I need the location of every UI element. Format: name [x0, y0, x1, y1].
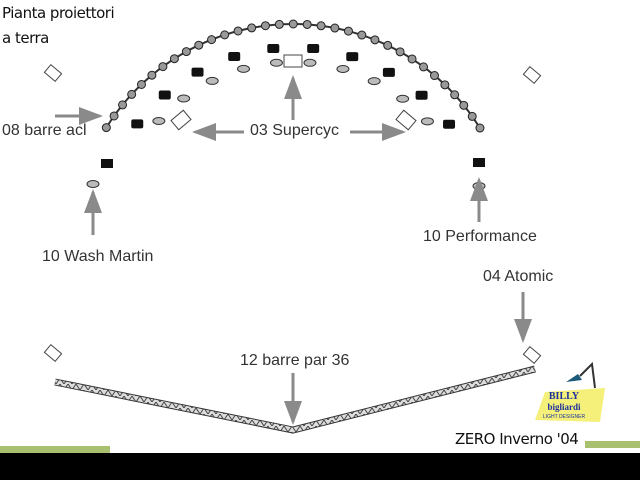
- lamp-icon: [535, 361, 605, 422]
- green-strip-left: [0, 446, 110, 453]
- acl-lamp: [220, 30, 230, 40]
- acl-lamp: [233, 26, 243, 36]
- performance-fixture: [346, 52, 359, 62]
- wash-fixture: [336, 64, 350, 73]
- acl-lamp: [101, 123, 111, 133]
- acl-lamp: [429, 71, 439, 81]
- logo-surname: bigliardi: [547, 402, 581, 412]
- acl-lamp: [316, 21, 326, 31]
- wash-fixture: [367, 77, 381, 86]
- performance-fixture: [415, 90, 428, 100]
- acl-lamp: [450, 90, 460, 100]
- acl-lamp: [407, 54, 417, 64]
- performance-fixture: [382, 67, 395, 77]
- performance-fixture: [101, 159, 113, 168]
- acl-lamp: [158, 62, 168, 72]
- wash-fixture: [237, 64, 251, 73]
- acl-lamp: [137, 79, 147, 89]
- acl-lamp: [207, 35, 217, 45]
- acl-lamp: [274, 19, 284, 29]
- arrows: [55, 75, 532, 425]
- acl-lamp: [475, 123, 485, 133]
- acl-lamp: [118, 100, 128, 110]
- label-wash-martin: 10 Wash Martin: [42, 248, 154, 265]
- logo-tagline: LIGHT DESIGNER: [542, 414, 586, 420]
- wash-fixture: [303, 58, 317, 67]
- performance-fixture: [443, 119, 456, 129]
- wash-fixture: [152, 117, 166, 126]
- acl-lamp: [147, 70, 157, 80]
- wash-fixture: [396, 94, 410, 103]
- acl-lamp: [330, 23, 340, 33]
- acl-lamp: [194, 40, 204, 50]
- acl-lamp: [467, 111, 477, 121]
- performance-fixture: [228, 51, 241, 61]
- acl-lamp: [109, 111, 119, 121]
- label-performance: 10 Performance: [423, 228, 537, 245]
- wash-fixture: [205, 76, 219, 85]
- logo-name: BILLY: [548, 391, 580, 402]
- arc-truss: [101, 19, 485, 133]
- title-line-1: Pianta proiettori: [2, 4, 115, 22]
- fixtures: [86, 43, 486, 190]
- bottom-truss: [54, 365, 536, 434]
- wash-fixture: [269, 58, 283, 67]
- bottom-black-bar: [0, 453, 640, 480]
- green-strip-right: [585, 441, 640, 448]
- acl-lamp: [169, 54, 179, 64]
- acl-lamp: [181, 47, 191, 57]
- acl-lamp: [383, 40, 393, 50]
- wash-fixture: [86, 180, 100, 188]
- wash-fixture: [420, 117, 434, 126]
- performance-fixture: [158, 90, 171, 100]
- title-line-2: a terra: [2, 29, 49, 47]
- performance-fixture: [267, 43, 280, 53]
- acl-lamp: [440, 80, 450, 90]
- acl-lamp: [247, 23, 257, 33]
- performance-fixture: [131, 119, 144, 129]
- footer-caption: ZERO Inverno '04: [455, 430, 579, 448]
- acl-lamp: [459, 100, 469, 110]
- acl-lamp: [260, 21, 270, 31]
- acl-lamp: [343, 26, 353, 36]
- wash-fixture: [177, 94, 191, 103]
- atomic-fixtures: [43, 54, 542, 365]
- acl-lamp: [395, 47, 405, 57]
- acl-lamp: [357, 30, 367, 40]
- label-barre-par: 12 barre par 36: [240, 352, 350, 369]
- label-supercyc: 03 Supercyc: [250, 122, 339, 139]
- label-barre-acl: 08 barre acl: [2, 122, 87, 139]
- acl-lamp: [370, 35, 380, 45]
- acl-lamp: [419, 62, 429, 72]
- label-atomic: 04 Atomic: [483, 268, 554, 285]
- acl-lamp: [302, 19, 312, 29]
- performance-fixture: [307, 44, 320, 54]
- acl-lamp: [288, 19, 298, 29]
- performance-fixture: [191, 67, 204, 77]
- billy-bigliardi-logo: BILLY bigliardi LIGHT DESIGNER: [520, 385, 600, 425]
- performance-fixture: [473, 158, 485, 167]
- acl-lamp: [127, 89, 137, 99]
